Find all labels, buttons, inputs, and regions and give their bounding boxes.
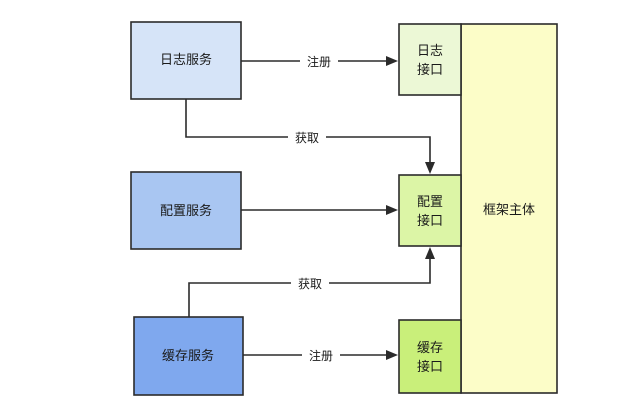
cache-register-arrowhead [386, 350, 398, 360]
cache-interface-box [398, 319, 462, 394]
log-register-label-bg [300, 52, 338, 70]
config-interface-box [398, 174, 462, 247]
log-get-label-bg [288, 128, 326, 146]
cache-service-label: 缓存服务 [162, 348, 214, 364]
config-service-box [130, 171, 242, 250]
log-register-arrowhead [386, 56, 398, 66]
log-interface-label-line2: 接口 [417, 62, 443, 78]
framework-main-box [460, 23, 558, 394]
log-get-label: 获取 [295, 131, 319, 145]
cache-register-label: 注册 [309, 348, 333, 363]
config-interface-label-line2: 接口 [417, 213, 443, 229]
cache-interface-label-line2: 接口 [417, 359, 443, 375]
log-get-arrowhead [425, 162, 435, 174]
log-interface-label-line1: 日志 [417, 44, 443, 59]
config-service-label: 配置服务 [160, 203, 212, 219]
log-service-box [130, 21, 242, 100]
cache-get-label-bg [291, 274, 329, 292]
config-arrowhead [386, 205, 398, 215]
framework-main-label: 框架主体 [483, 203, 535, 218]
log-interface-box [398, 23, 462, 96]
log-register-label: 注册 [307, 54, 331, 69]
config-interface-label-line1: 配置 [417, 195, 443, 210]
cache-register-label-bg [302, 346, 340, 364]
log-service-label: 日志服务 [160, 52, 212, 68]
cache-get-label: 获取 [298, 277, 322, 291]
cache-interface-label-line1: 缓存 [417, 341, 443, 356]
cache-get-arrowhead [425, 247, 435, 259]
